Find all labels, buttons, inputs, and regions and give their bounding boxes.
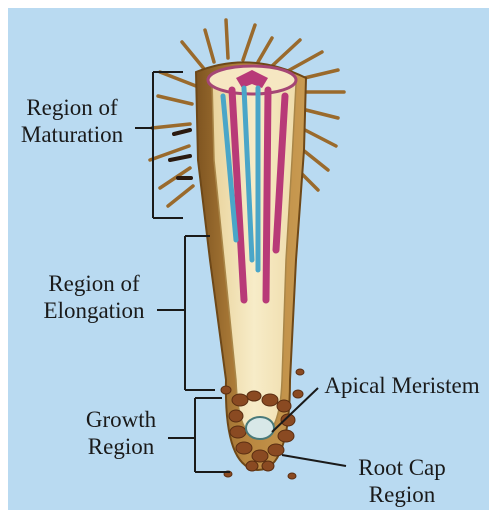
label-root-cap-region: Root Cap Region (342, 454, 462, 508)
label-growth-line2: Region (74, 433, 168, 460)
label-apical-meristem: Apical Meristem (312, 372, 492, 399)
label-root-cap-line2: Region (342, 481, 462, 508)
label-root-cap-line1: Root Cap (342, 454, 462, 481)
root-cap-leader (282, 455, 346, 466)
label-maturation-line2: Maturation (10, 121, 134, 148)
label-growth-line1: Growth (74, 406, 168, 433)
apical-meristem-shape (246, 417, 274, 439)
label-elongation-line1: Region of (32, 270, 156, 297)
label-elongation-line2: Elongation (32, 297, 156, 324)
elongation-bracket (157, 236, 215, 390)
growth-bracket (168, 398, 230, 472)
label-growth-region: Growth Region (74, 406, 168, 460)
label-elongation: Region of Elongation (32, 270, 156, 324)
label-maturation: Region of Maturation (10, 94, 134, 148)
maturation-bracket (135, 72, 183, 218)
label-maturation-line1: Region of (10, 94, 134, 121)
